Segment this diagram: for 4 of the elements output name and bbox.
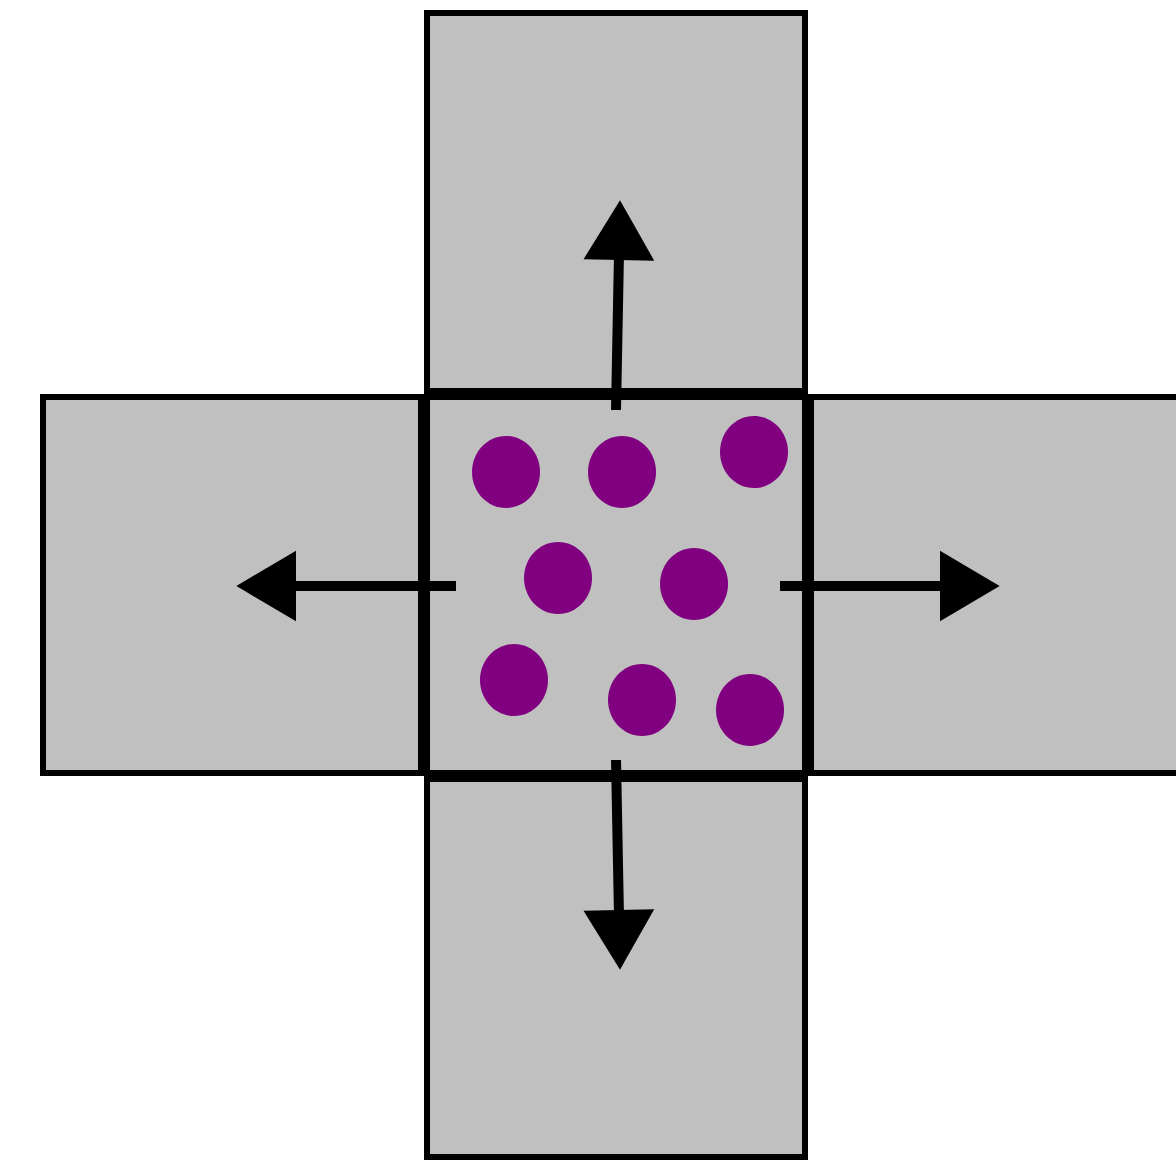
arm-box xyxy=(808,394,1176,776)
arm-box xyxy=(40,394,424,776)
arm-box xyxy=(424,776,808,1160)
arm-box xyxy=(424,10,808,394)
